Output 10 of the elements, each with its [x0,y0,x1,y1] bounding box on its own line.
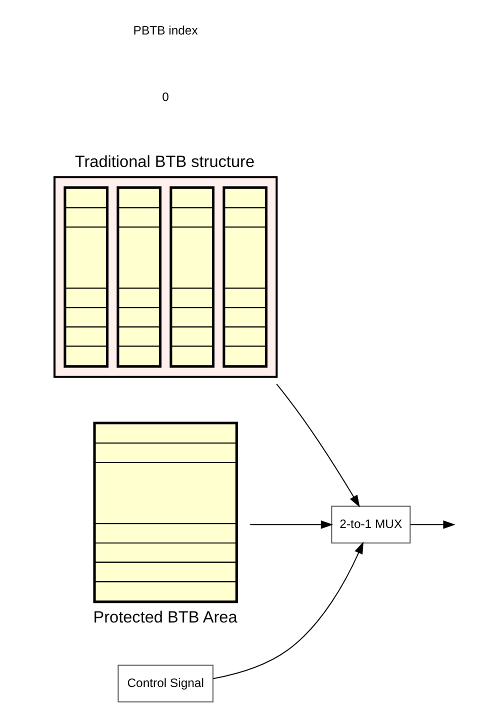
label: 0 [162,89,168,104]
node-box: 2-to-1 MUX [330,505,410,543]
arrow [250,520,333,528]
arrow [212,541,363,679]
node-box: Control Signal [117,664,213,702]
arrow [276,383,360,507]
node-label: Traditional BTB structure [74,152,254,170]
label: PBTB index [132,23,198,38]
node-label: Protected BTB Area [92,608,237,626]
arrow [410,520,455,528]
